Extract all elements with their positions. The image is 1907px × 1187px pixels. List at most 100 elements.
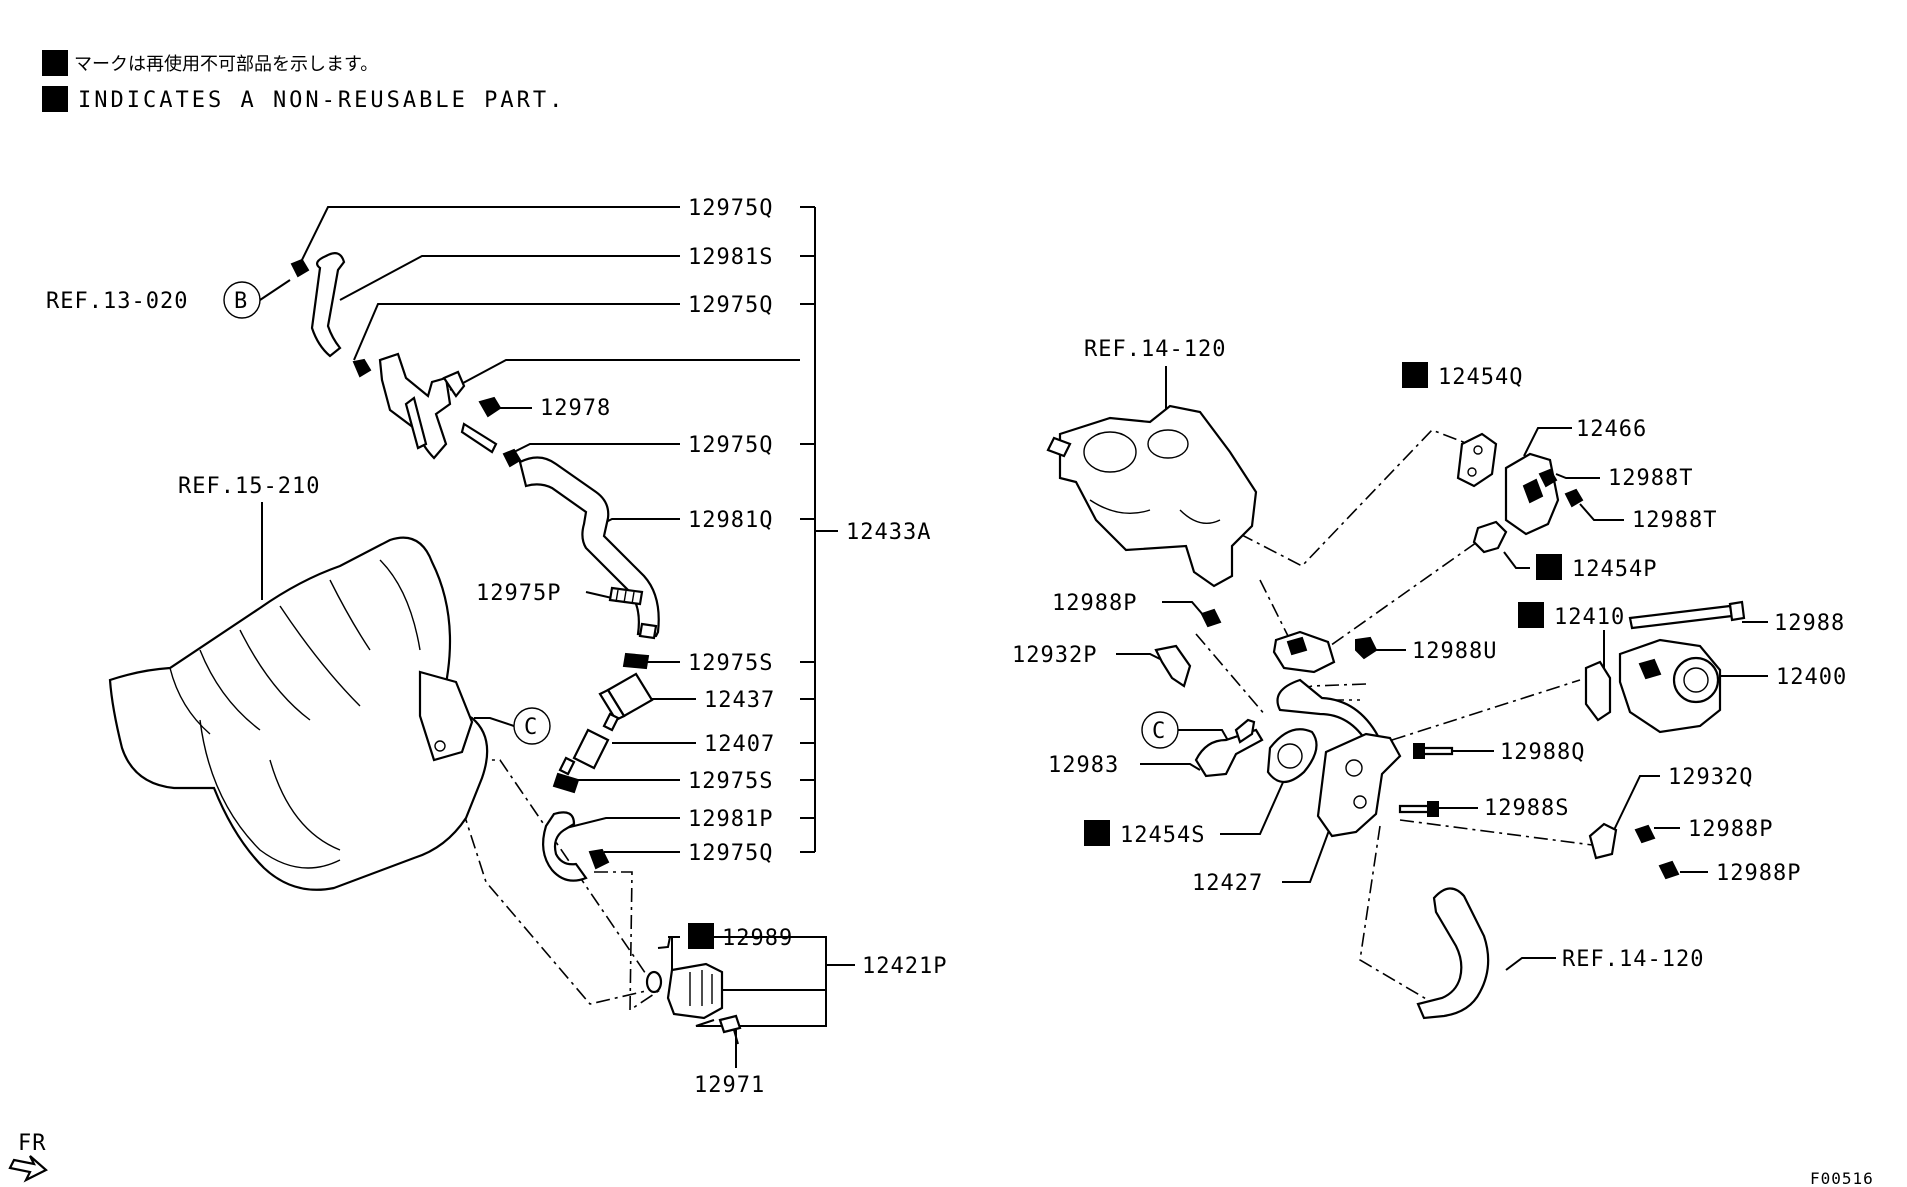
bolt-12971 bbox=[718, 1014, 742, 1034]
label-12989: 12989 bbox=[722, 926, 793, 951]
label-12421p: 12421P bbox=[862, 954, 947, 979]
throttle-body-ref bbox=[1058, 404, 1258, 588]
right-parts-art bbox=[1046, 404, 1746, 1020]
bolt-12988s bbox=[1398, 804, 1432, 814]
non-reusable-badge-12454s bbox=[1084, 820, 1110, 846]
intake-manifold-sketch bbox=[108, 536, 489, 891]
label-12975s-1: 12975S bbox=[688, 651, 773, 676]
ref-15-210: REF.15-210 bbox=[178, 474, 320, 499]
non-reusable-badge-jp bbox=[42, 50, 68, 76]
bolt-12988t-1 bbox=[1538, 468, 1558, 488]
non-reusable-badge-12454p bbox=[1536, 554, 1562, 580]
bolt-12988q bbox=[1420, 746, 1454, 756]
bracket-12433a bbox=[800, 206, 838, 853]
bracket-12932p bbox=[1154, 644, 1192, 688]
label-12454q: 12454Q bbox=[1438, 365, 1523, 390]
front-arrow-icon bbox=[8, 1155, 48, 1183]
label-12988t-1: 12988T bbox=[1608, 466, 1693, 491]
label-12988u: 12988U bbox=[1412, 639, 1497, 664]
svg-text:N: N bbox=[1408, 364, 1420, 388]
svg-text:N: N bbox=[48, 88, 60, 112]
bolt-12978 bbox=[478, 396, 502, 418]
bracket-12932q bbox=[1588, 822, 1618, 860]
label-12466: 12466 bbox=[1576, 417, 1647, 442]
left-dash-lines bbox=[445, 757, 661, 1012]
label-12932p: 12932P bbox=[1012, 643, 1097, 668]
label-12988s: 12988S bbox=[1484, 796, 1569, 821]
label-12400: 12400 bbox=[1776, 665, 1847, 690]
right-labels: REF.14-120 N 12454Q 12466 12988T 12988T … bbox=[1012, 337, 1847, 972]
left-parts-art bbox=[290, 251, 742, 1045]
figure-code: F00516 bbox=[1810, 1169, 1874, 1187]
label-12988t-2: 12988T bbox=[1632, 508, 1717, 533]
bolt-12988 bbox=[1628, 604, 1734, 630]
manifold-port bbox=[418, 670, 474, 762]
pipe-flange bbox=[1272, 630, 1336, 674]
gasket-12454p bbox=[1472, 520, 1508, 554]
label-12427: 12427 bbox=[1192, 871, 1263, 896]
bolt-12988u bbox=[1355, 636, 1378, 660]
label-12932q: 12932Q bbox=[1668, 765, 1753, 790]
hose-12981p bbox=[541, 811, 588, 882]
svg-text:N: N bbox=[48, 52, 60, 76]
spring-12975s-2 bbox=[552, 772, 580, 794]
ref-13-020: REF.13-020 bbox=[46, 289, 188, 314]
label-12988q: 12988Q bbox=[1500, 740, 1585, 765]
label-12975p: 12975P bbox=[476, 581, 561, 606]
label-12981p: 12981P bbox=[688, 807, 773, 832]
oring-12989 bbox=[645, 970, 663, 994]
hose-ref-14-120 bbox=[1416, 887, 1490, 1020]
label-12410: 12410 bbox=[1554, 605, 1625, 630]
clip-12975p bbox=[608, 586, 644, 606]
gasket-12410 bbox=[1584, 660, 1612, 722]
label-12975q-3: 12975Q bbox=[688, 433, 773, 458]
footer: FR F00516 bbox=[8, 1131, 1874, 1187]
hose-12981q bbox=[518, 456, 660, 638]
clamp-12975q-2 bbox=[352, 358, 372, 378]
label-12437: 12437 bbox=[704, 688, 775, 713]
label-12983: 12983 bbox=[1048, 753, 1119, 778]
note-en: INDICATES A NON-REUSABLE PART. bbox=[78, 88, 565, 113]
non-reusable-badge-12454q bbox=[1402, 362, 1428, 388]
bolt-12988t-2 bbox=[1564, 488, 1584, 508]
label-12988p-2: 12988P bbox=[1688, 817, 1773, 842]
svg-text:N: N bbox=[1542, 556, 1554, 580]
valve-12421p bbox=[666, 962, 724, 1020]
svg-text:N: N bbox=[1524, 604, 1536, 628]
non-reusable-badge-12989 bbox=[688, 923, 714, 949]
label-12975q-4: 12975Q bbox=[688, 841, 773, 866]
pipe-12983 bbox=[1194, 728, 1264, 778]
hose-12981s bbox=[310, 251, 346, 358]
ref-14-120-bottom: REF.14-120 bbox=[1562, 947, 1704, 972]
label-12981s: 12981S bbox=[688, 245, 773, 270]
label-12975q-1: 12975Q bbox=[688, 196, 773, 221]
fr-label: FR bbox=[18, 1131, 47, 1156]
ref-14-120-top: REF.14-120 bbox=[1084, 337, 1226, 362]
label-12975q-2: 12975Q bbox=[688, 293, 773, 318]
label-12981q: 12981Q bbox=[688, 508, 773, 533]
svg-text:B: B bbox=[234, 289, 248, 314]
bolt-12988p-1 bbox=[1200, 608, 1222, 628]
legend-notes: N マークは再使用不可部品を示します。 N INDICATES A NON-RE… bbox=[42, 50, 565, 113]
right-dash-lines bbox=[1195, 429, 1601, 1001]
label-12975s-2: 12975S bbox=[688, 769, 773, 794]
svg-text:C: C bbox=[524, 715, 538, 740]
clamp-12975q-1 bbox=[290, 258, 310, 278]
non-reusable-badge-en bbox=[42, 86, 68, 112]
svg-text:N: N bbox=[1090, 822, 1102, 846]
label-12978: 12978 bbox=[540, 396, 611, 421]
label-12454p: 12454P bbox=[1572, 557, 1657, 582]
svg-text:C: C bbox=[1152, 719, 1166, 744]
left-labels: 12975Q 12981S 12975Q 12978 12975Q 12981Q… bbox=[476, 196, 947, 1098]
non-reusable-badge-12410 bbox=[1518, 602, 1544, 628]
note-jp: マークは再使用不可部品を示します。 bbox=[74, 54, 378, 75]
label-12454s: 12454S bbox=[1120, 823, 1205, 848]
clamp-12975q-4 bbox=[588, 848, 610, 870]
pipe-12427 bbox=[1316, 732, 1402, 838]
filter-12407 bbox=[572, 728, 610, 770]
label-12407: 12407 bbox=[704, 732, 775, 757]
spring-12975s-1 bbox=[622, 652, 650, 670]
manifold-body bbox=[108, 536, 489, 891]
bolt-12988p-2 bbox=[1634, 824, 1656, 844]
